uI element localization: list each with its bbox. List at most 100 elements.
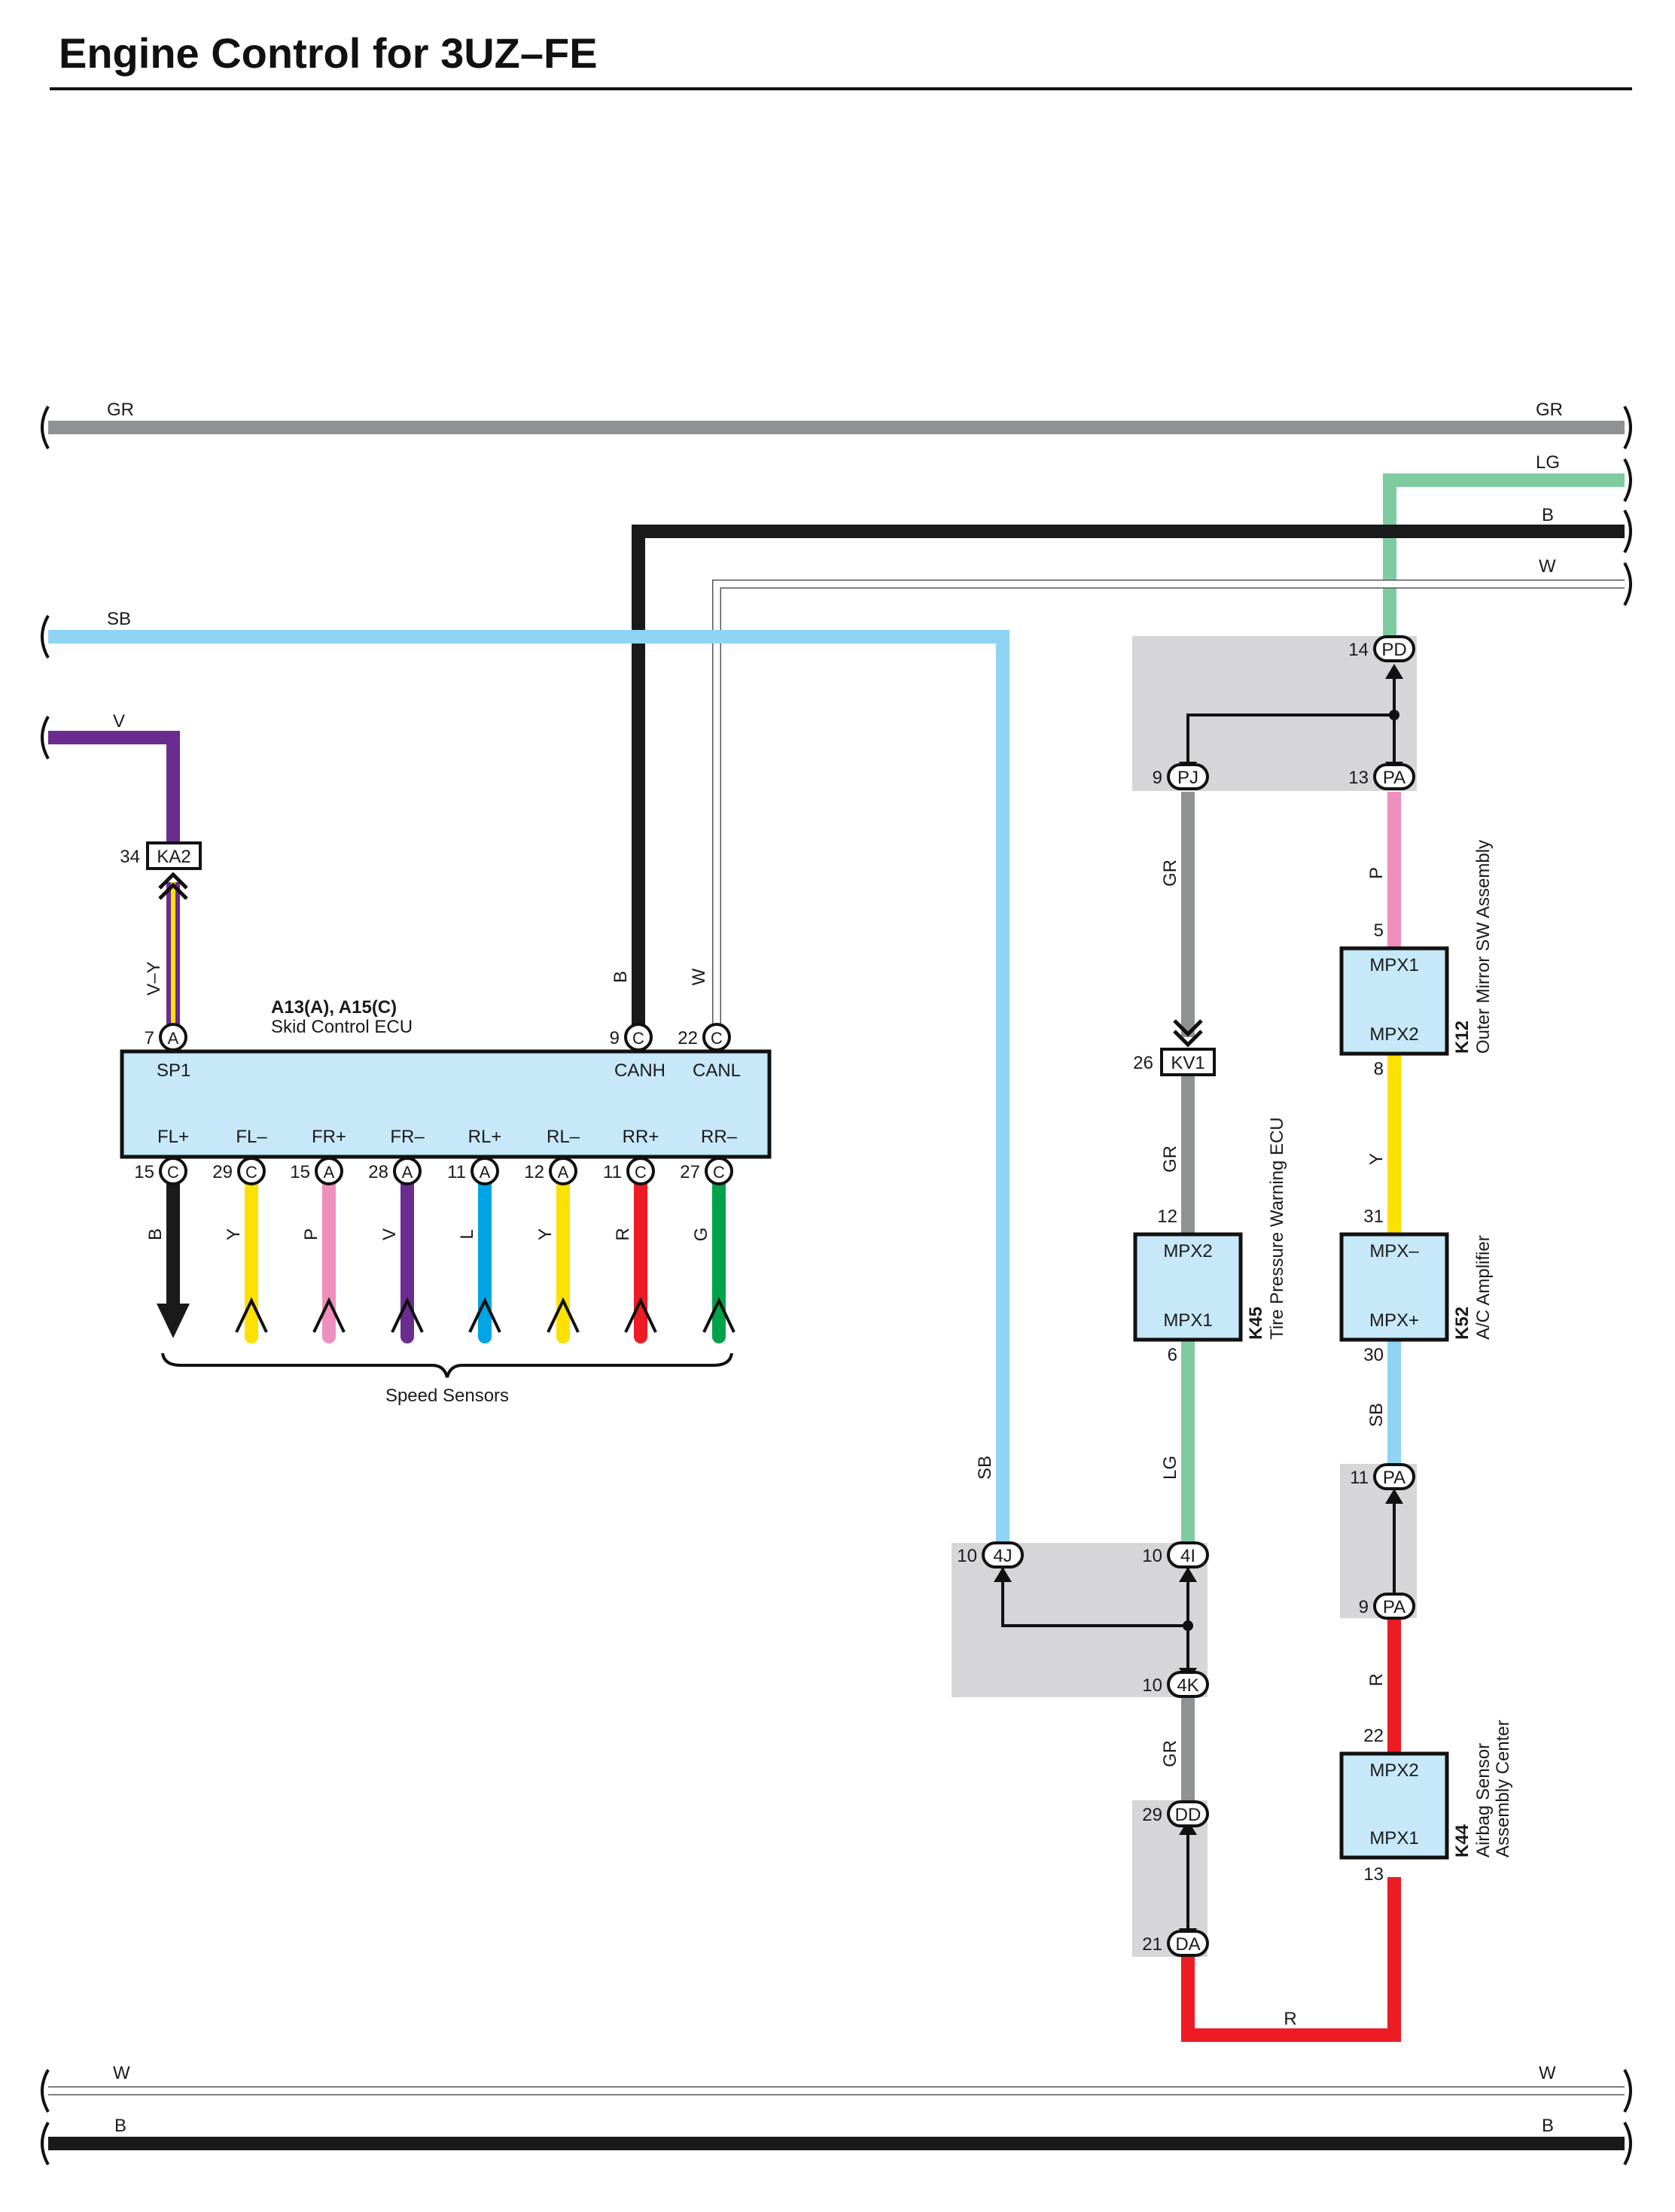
wire-label: Y bbox=[535, 1228, 556, 1240]
connector-num: 11 bbox=[1350, 1468, 1369, 1488]
ecu-bottom-pin-conn: C bbox=[245, 1163, 257, 1182]
connector-label: 4J bbox=[993, 1546, 1012, 1566]
ecu-bottom-pin-conn: C bbox=[713, 1163, 725, 1182]
ecu-top-pins: A 7 C 9 C 22 bbox=[145, 1023, 731, 1051]
svg-text:K52: K52 bbox=[1452, 1307, 1472, 1340]
ecu-bottom-pin-num: 29 bbox=[212, 1162, 233, 1182]
ecu-bottom-pin-conn: C bbox=[635, 1163, 647, 1182]
ecu-bottom-pin-conn: C bbox=[167, 1163, 179, 1182]
k44-pin-bottom-num: 13 bbox=[1363, 1864, 1384, 1885]
connector-kv1-label: KV1 bbox=[1171, 1053, 1204, 1073]
junction-dot bbox=[1389, 710, 1399, 720]
chevron-up-icon bbox=[235, 1297, 268, 1333]
ecu-bottom-pin-num: 15 bbox=[290, 1162, 310, 1182]
ecu-bottom-pin-label: RL– bbox=[547, 1127, 580, 1147]
connector-label: 4K bbox=[1177, 1675, 1198, 1696]
wire-lg-bus bbox=[1383, 473, 1625, 646]
connector-label: PA bbox=[1383, 1468, 1405, 1488]
ecu-bottom-pins: C15FL+BC29FL–YA15FR+PA28FR–VA11RL+LA12RL… bbox=[134, 1127, 738, 1343]
connector-kv1-num: 26 bbox=[1133, 1053, 1153, 1073]
bus-label-gr-left: GR bbox=[107, 400, 134, 420]
bus-label-sb-left: SB bbox=[107, 609, 131, 629]
wire-label-p: P bbox=[1366, 867, 1387, 879]
chevron-up-icon bbox=[158, 872, 188, 900]
wire-label: R bbox=[613, 1228, 633, 1240]
ecu-bottom-pin-num: 28 bbox=[368, 1162, 388, 1182]
svg-text:9: 9 bbox=[610, 1028, 620, 1048]
ecu-pin-sp1: SP1 bbox=[157, 1060, 190, 1081]
speed-sensors-brace bbox=[161, 1352, 733, 1378]
ecu-bottom-pin-label: FL+ bbox=[157, 1127, 189, 1147]
svg-text:7: 7 bbox=[145, 1028, 154, 1048]
connector-label: DD bbox=[1175, 1805, 1201, 1825]
connector-num: 10 bbox=[1142, 1675, 1162, 1696]
wire-label: B bbox=[145, 1228, 166, 1240]
wire-label: P bbox=[301, 1228, 321, 1240]
connector-label: PJ bbox=[1177, 768, 1198, 788]
svg-text:A/C Amplifier: A/C Amplifier bbox=[1473, 1235, 1494, 1340]
bus-label-w-bottom-left: W bbox=[113, 2063, 130, 2083]
ecu-bottom-pin-num: 11 bbox=[603, 1162, 622, 1182]
svg-text:Airbag Sensor: Airbag Sensor bbox=[1473, 1743, 1494, 1858]
ecu-bottom-pin-conn: A bbox=[324, 1163, 335, 1182]
connector-kv1 bbox=[1160, 1048, 1216, 1076]
connector-label: PD bbox=[1381, 640, 1406, 660]
connector-num: 14 bbox=[1348, 640, 1369, 660]
chevron-up-icon bbox=[391, 1297, 424, 1333]
wire-b-canh bbox=[632, 525, 1625, 1037]
bus-label-w-right: W bbox=[1539, 556, 1556, 577]
connector-num: 9 bbox=[1359, 1597, 1369, 1617]
connector-pa_mid1: PA 11 bbox=[1350, 1463, 1415, 1490]
svg-text:C: C bbox=[711, 1029, 723, 1048]
connector-num: 9 bbox=[1153, 768, 1162, 788]
chevron-up-icon bbox=[547, 1297, 580, 1333]
svg-text:Tire Pressure Warning ECU: Tire Pressure Warning ECU bbox=[1267, 1117, 1287, 1340]
k52-pin-top-num: 31 bbox=[1363, 1206, 1384, 1227]
bus-label-w-bottom-right: W bbox=[1539, 2063, 1556, 2083]
wire-label-b-canh: B bbox=[611, 971, 631, 983]
skid-control-ecu bbox=[120, 1049, 772, 1159]
svg-text:Outer Mirror SW Assembly: Outer Mirror SW Assembly bbox=[1473, 840, 1494, 1054]
ecu-bottom-pin-num: 15 bbox=[134, 1162, 154, 1182]
connector-num: 10 bbox=[957, 1546, 977, 1566]
ecu-name: Skid Control ECU bbox=[271, 1017, 413, 1037]
svg-text:K44: K44 bbox=[1452, 1824, 1472, 1858]
wire-label-r-k44: R bbox=[1366, 1673, 1387, 1686]
wire-v-bus bbox=[48, 731, 180, 843]
connector-num: 29 bbox=[1142, 1805, 1162, 1825]
wire-label: V bbox=[379, 1228, 400, 1240]
wire-w-canl-inner bbox=[713, 580, 1625, 1037]
bus-label-b-bottom-left: B bbox=[114, 2116, 126, 2136]
wire-label-sb-4j: SB bbox=[975, 1456, 995, 1480]
ecu-bottom-pin-num: 11 bbox=[447, 1162, 466, 1182]
k52-pin-bottom: MPX+ bbox=[1369, 1310, 1419, 1331]
connector-pd: PD 14 bbox=[1348, 635, 1415, 662]
connector-j4j: 4J 10 bbox=[957, 1541, 1024, 1568]
k52-pin-bottom-num: 30 bbox=[1363, 1345, 1384, 1365]
ecu-bottom-pin-label: FL– bbox=[236, 1127, 267, 1147]
chevron-up-icon bbox=[624, 1297, 657, 1333]
svg-text:Assembly Center: Assembly Center bbox=[1493, 1720, 1513, 1858]
speed-sensors-label: Speed Sensors bbox=[385, 1386, 509, 1406]
ecu-code: A13(A), A15(C) bbox=[271, 997, 397, 1018]
k45-pin-top-num: 12 bbox=[1157, 1206, 1177, 1227]
connector-num: 10 bbox=[1142, 1546, 1162, 1566]
connector-j4k: 4K 10 bbox=[1142, 1671, 1209, 1698]
k44-pin-top: MPX2 bbox=[1369, 1760, 1418, 1781]
wire-label-y: Y bbox=[1366, 1153, 1387, 1165]
ecu-bottom-pin-label: RR+ bbox=[623, 1127, 659, 1147]
k52-pin-top: MPX– bbox=[1369, 1241, 1419, 1261]
module-k52 bbox=[1339, 1232, 1449, 1342]
arrow-down-icon bbox=[157, 1304, 190, 1338]
module-k45-name: K45 Tire Pressure Warning ECU bbox=[1246, 1117, 1287, 1340]
module-k44-name: K44 Airbag Sensor Assembly Center bbox=[1452, 1720, 1513, 1858]
wire-label-gr-4k: GR bbox=[1160, 1740, 1180, 1767]
module-k52-name: K52 A/C Amplifier bbox=[1452, 1235, 1494, 1340]
svg-text:C: C bbox=[632, 1029, 644, 1048]
